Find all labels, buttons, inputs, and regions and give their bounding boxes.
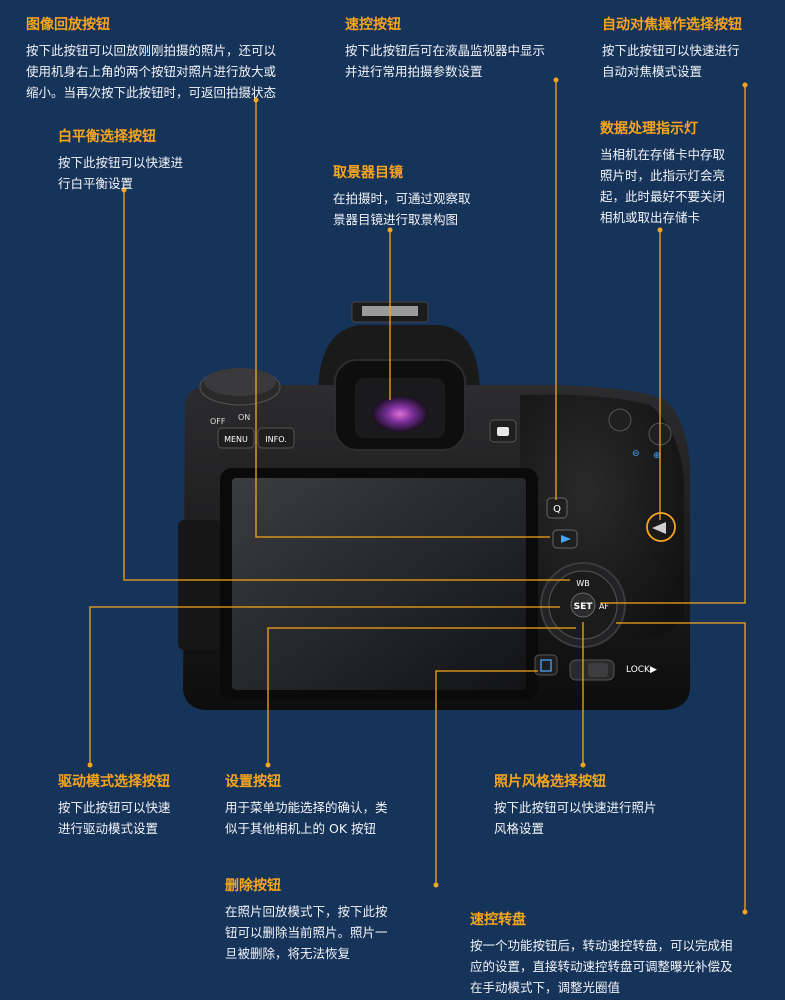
access-lamp	[652, 522, 666, 534]
callout-desc: 按一个功能按钮后，转动速控转盘，可以完成相 应的设置，直接转动速控转盘可调整曝光…	[470, 938, 733, 995]
callout-title: 取景器目镜	[333, 165, 403, 181]
callout-access-lamp: 数据处理指示灯 当相机在存储卡中存取 照片时，此指示灯会亮 起，此时最好不要关闭…	[600, 120, 725, 228]
callout-title: 白平衡选择按钮	[58, 129, 156, 145]
wb-label: WB	[576, 579, 589, 588]
on-label: ON	[238, 413, 250, 422]
lock-label: LOCK▶	[626, 665, 657, 675]
callout-viewfinder: 取景器目镜 在拍摄时，可通过观察取 景器目镜进行取景构图	[333, 164, 471, 230]
callout-title: 数据处理指示灯	[600, 121, 698, 137]
lcd-monitor	[220, 468, 538, 700]
leader-quick-dial	[616, 622, 746, 912]
live-view-button	[489, 419, 517, 443]
menu-info-buttons: MENU INFO. OFF ON	[210, 413, 295, 449]
leader-set-button	[267, 627, 576, 765]
menu-label: MENU	[224, 435, 248, 444]
callout-title: 图像回放按钮	[26, 17, 110, 33]
lock-switch: LOCK▶	[569, 659, 657, 681]
off-label: OFF	[210, 417, 226, 426]
callout-title: 驱动模式选择按钮	[58, 774, 170, 790]
callout-desc: 按下此按钮后可在液晶监视器中显示 并进行常用拍摄参数设置	[345, 43, 546, 79]
mode-dial	[199, 368, 281, 406]
callout-title: 速控转盘	[470, 912, 526, 928]
leader-white-balance	[123, 190, 570, 581]
quick-control-dial: SET WB AF	[540, 562, 626, 648]
access-lamp-highlight	[646, 512, 676, 542]
callout-title: 设置按钮	[225, 774, 281, 790]
callout-erase: 删除按钮 在照片回放模式下，按下此按 钮可以删除当前照片。照片一 旦被删除，将无…	[225, 877, 388, 964]
svg-text:Q: Q	[553, 504, 561, 515]
leader-erase	[435, 670, 538, 885]
callout-desc: 在照片回放模式下，按下此按 钮可以删除当前照片。照片一 旦被删除，将无法恢复	[225, 904, 388, 961]
svg-text:⊖: ⊖	[632, 449, 640, 459]
callout-quick-control: 速控按钮 按下此按钮后可在液晶监视器中显示 并进行常用拍摄参数设置	[345, 16, 545, 82]
callout-desc: 按下此按钮可以回放刚刚拍摄的照片，还可以 使用机身右上角的两个按钮对照片进行放大…	[26, 43, 277, 100]
svg-text:⊕: ⊕	[653, 451, 661, 461]
playback-button	[552, 529, 578, 549]
af-label: AF	[599, 602, 609, 611]
callout-desc: 用于菜单功能选择的确认，类 似于其他相机上的 OK 按钮	[225, 800, 388, 836]
callout-desc: 按下此按钮可以快速进 行白平衡设置	[58, 155, 184, 191]
set-label: SET	[574, 602, 594, 612]
callout-playback: 图像回放按钮 按下此按钮可以回放刚刚拍摄的照片，还可以 使用机身右上角的两个按钮…	[26, 16, 276, 103]
leader-playback	[255, 100, 550, 538]
callout-quick-dial: 速控转盘 按一个功能按钮后，转动速控转盘，可以完成相 应的设置，直接转动速控转盘…	[470, 911, 733, 998]
leader-lines	[89, 80, 746, 912]
callout-desc: 在拍摄时，可通过观察取 景器目镜进行取景构图	[333, 191, 471, 227]
callout-af-mode: 自动对焦操作选择按钮 按下此按钮可以快速进行 自动对焦模式设置	[602, 16, 742, 82]
left-side-panel	[178, 520, 220, 650]
callout-desc: 按下此按钮可以快速 进行驱动模式设置	[58, 800, 171, 836]
callout-title: 删除按钮	[225, 878, 281, 894]
viewfinder-eyecup	[334, 359, 466, 451]
callout-white-balance: 白平衡选择按钮 按下此按钮可以快速进 行白平衡设置	[58, 128, 183, 194]
callout-desc: 当相机在存储卡中存取 照片时，此指示灯会亮 起，此时最好不要关闭 相机或取出存储…	[600, 147, 726, 225]
callout-title: 自动对焦操作选择按钮	[602, 17, 742, 33]
erase-button	[534, 654, 558, 676]
callout-picture-style: 照片风格选择按钮 按下此按钮可以快速进行照片 风格设置	[494, 773, 657, 839]
leader-af-mode	[600, 85, 746, 604]
callout-drive-mode: 驱动模式选择按钮 按下此按钮可以快速 进行驱动模式设置	[58, 773, 171, 839]
callout-title: 照片风格选择按钮	[494, 774, 606, 790]
callout-desc: 按下此按钮可以快速进行 自动对焦模式设置	[602, 43, 740, 79]
leader-endpoints	[87, 77, 748, 915]
quick-control-button: Q	[546, 497, 568, 519]
callout-title: 速控按钮	[345, 17, 401, 33]
callout-set-button: 设置按钮 用于菜单功能选择的确认，类 似于其他相机上的 OK 按钮	[225, 773, 388, 839]
callout-desc: 按下此按钮可以快速进行照片 风格设置	[494, 800, 657, 836]
info-label: INFO.	[265, 435, 286, 444]
leader-drive-mode	[89, 606, 560, 765]
